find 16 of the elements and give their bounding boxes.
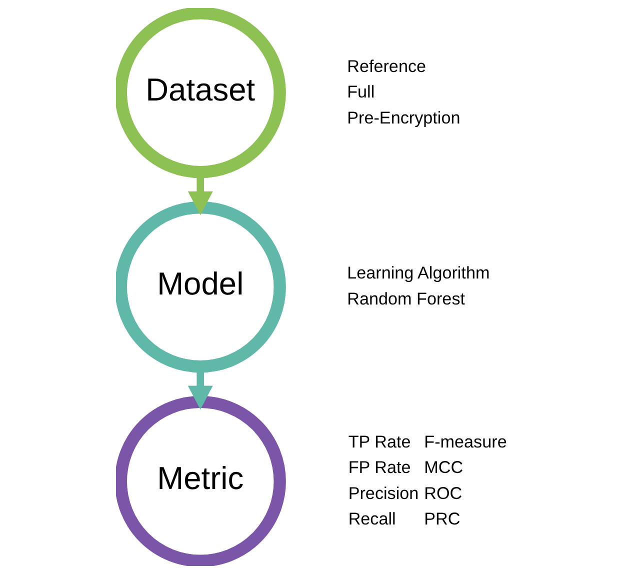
node-label: PRC [424, 509, 460, 528]
node-circle: Metric [116, 396, 286, 566]
node-label: Precision [348, 484, 418, 503]
node-label: TP Rate [348, 432, 410, 452]
node-label: ROC [424, 484, 462, 503]
node-label: Recall [348, 509, 396, 528]
node-circle: Dataset [116, 8, 286, 178]
node-circle: Model [116, 201, 286, 373]
node-label: Random Forest [346, 289, 465, 308]
node-label: Full [346, 82, 374, 102]
node-label: MCC [424, 458, 463, 478]
node-label: Pre-Encryption [346, 108, 460, 128]
node-label: F-measure [424, 432, 506, 452]
node-label: FP Rate [348, 458, 410, 478]
node-label: Learning Algorithm [346, 264, 490, 283]
node-label: Reference [346, 57, 426, 76]
